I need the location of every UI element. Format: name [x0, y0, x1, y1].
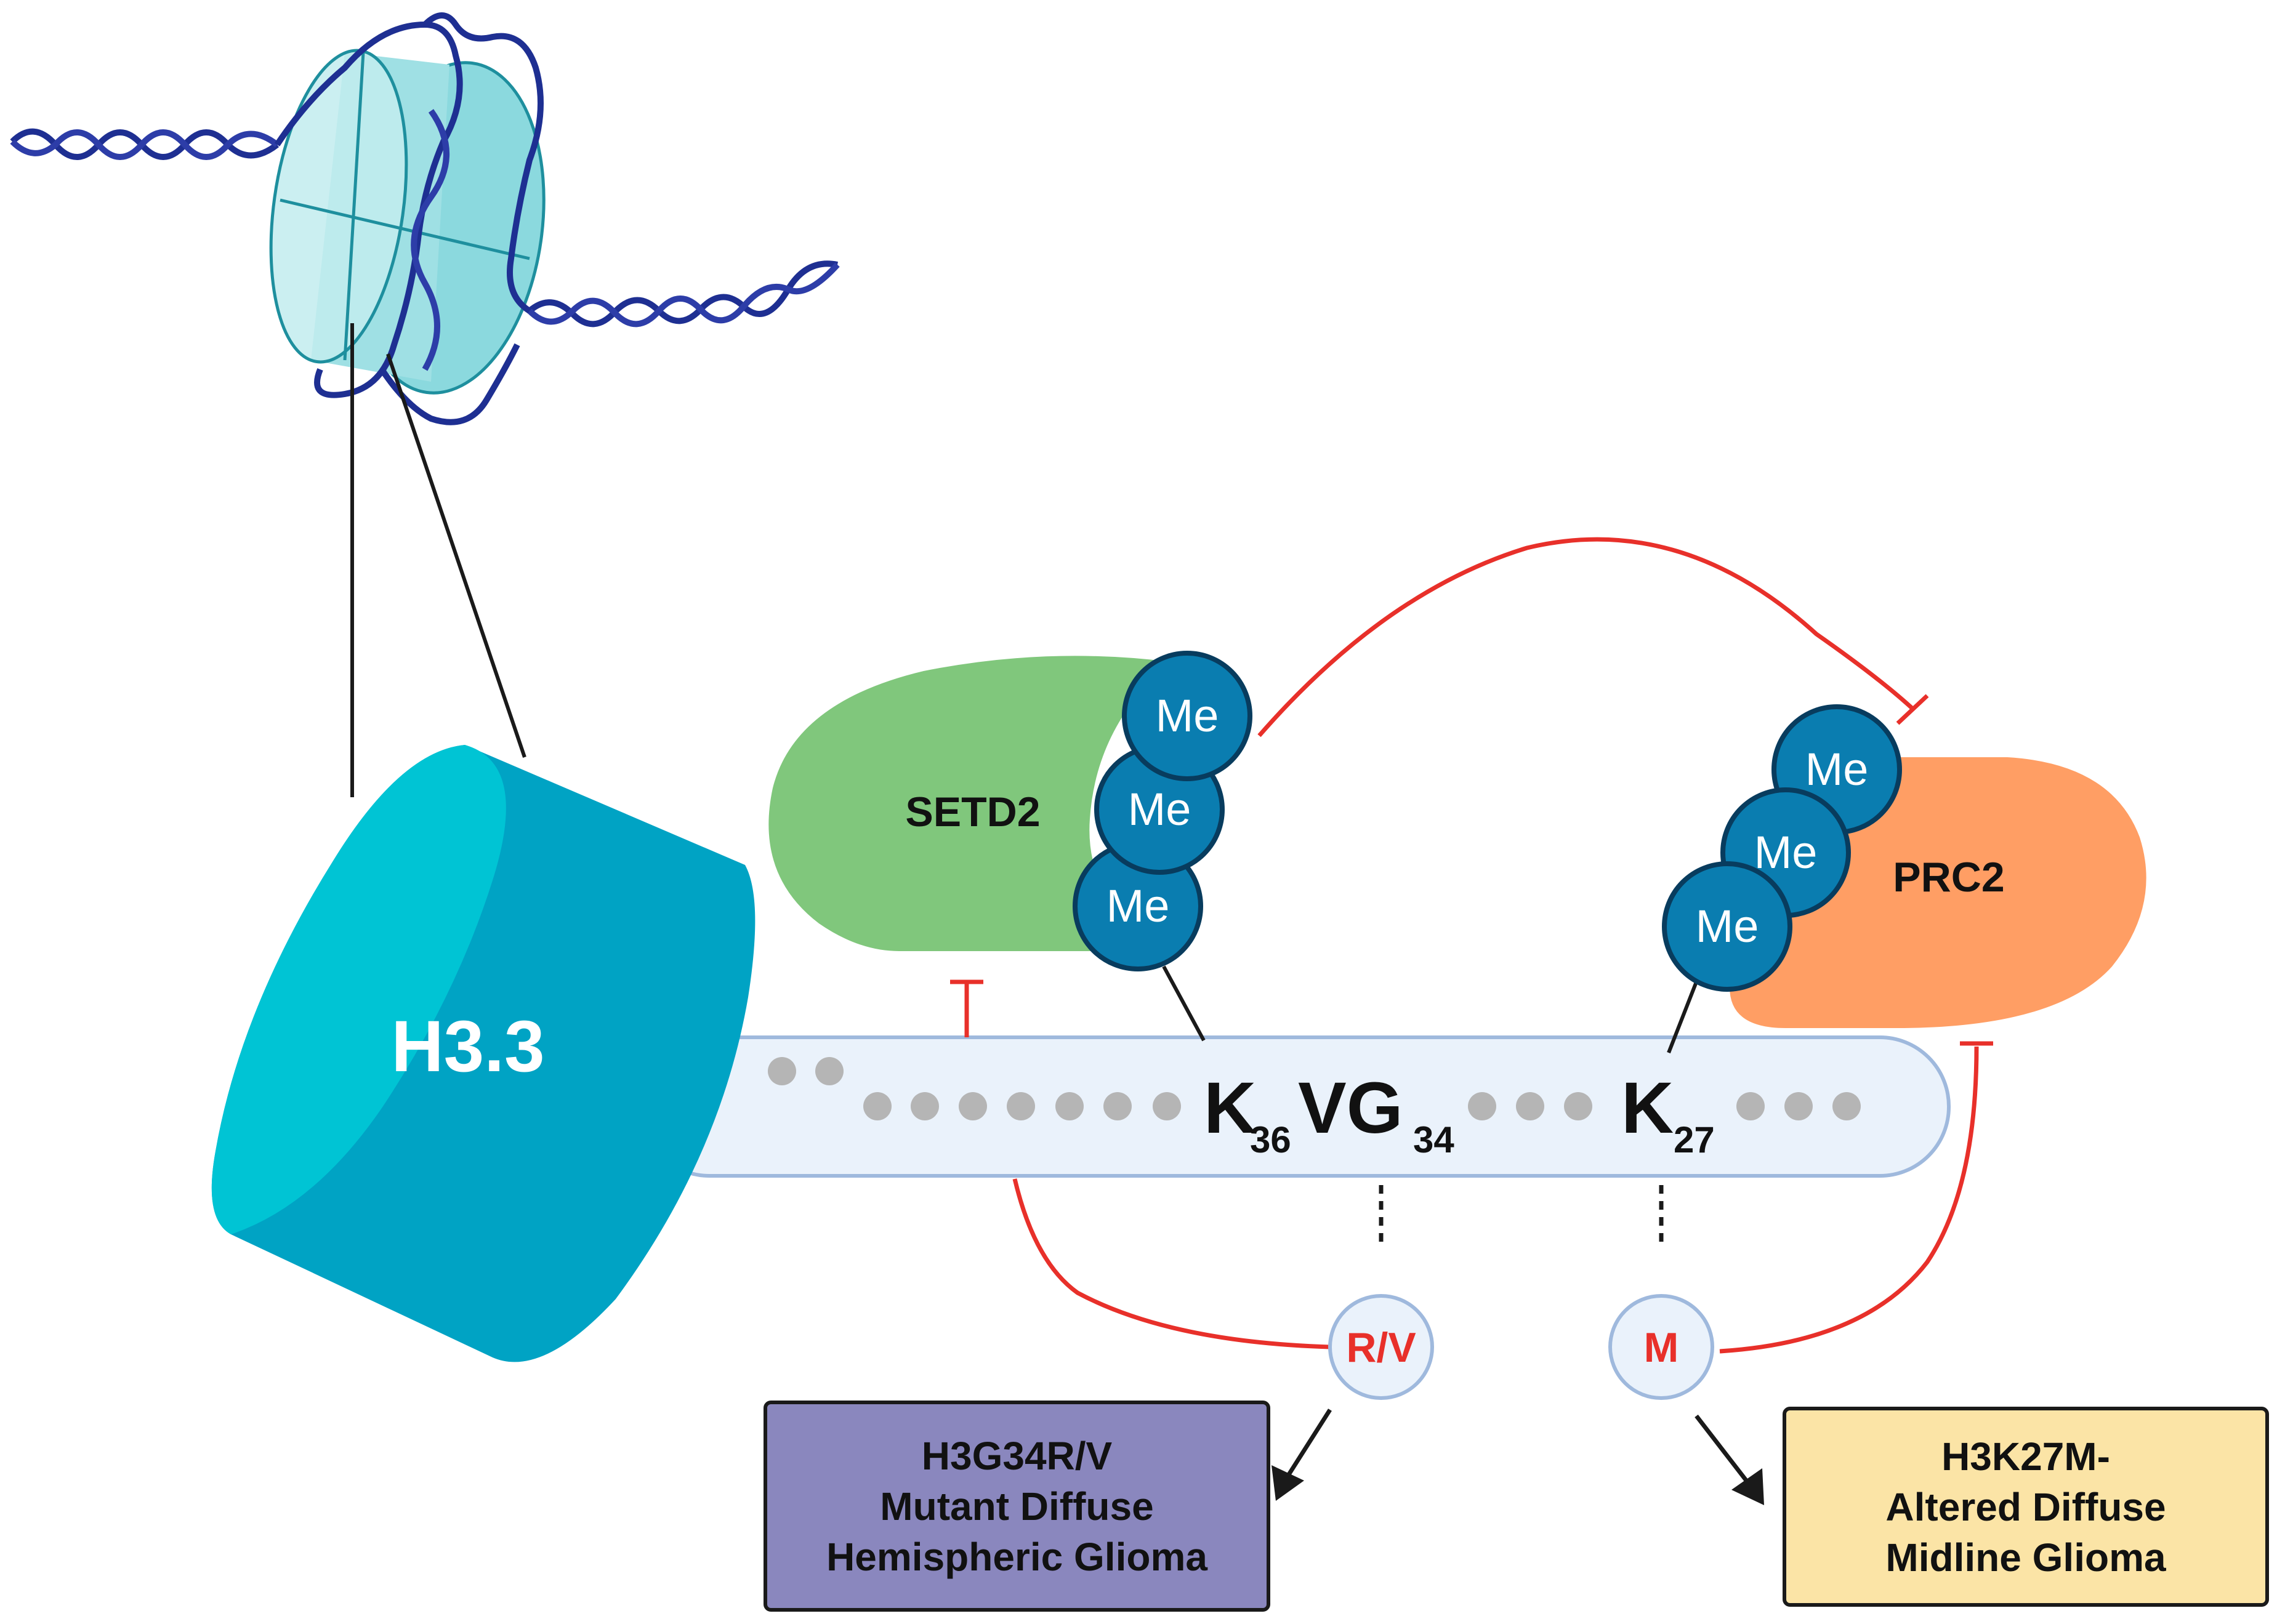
k27-outcome-arrow — [1695, 1414, 1751, 1485]
outcome-arrows — [1271, 1409, 1764, 1505]
mutation-g34-label: R/V — [1346, 1324, 1416, 1371]
mutation-marker-g34: R/V — [1328, 1294, 1434, 1400]
g34-glioma-box: H3G34R/V Mutant Diffuse Hemispheric Glio… — [764, 1401, 1270, 1612]
k27-methyl-groups: Me Me Me — [1662, 704, 1902, 992]
nucleosome-divider-v — [343, 52, 365, 361]
dna-strand-left-b — [10, 129, 280, 160]
dna-wrap-d — [411, 109, 449, 371]
setd2-label: SETD2 — [905, 789, 1040, 835]
methyl-group-k27-3: Me — [1662, 861, 1792, 992]
prc2-label: PRC2 — [1893, 854, 2004, 901]
nucleosome-divider-h — [280, 198, 530, 260]
residue-k27-subscript: 27 — [1674, 1119, 1715, 1160]
k27m-inhibits-prc2 — [1719, 1046, 1979, 1354]
methyl-group-k36-3: Me — [1073, 841, 1203, 971]
tail-residue-dots — [768, 1057, 1861, 1120]
g34-glioma-line-3: Hemispheric Glioma — [826, 1534, 1207, 1579]
zoom-line-right — [386, 353, 526, 758]
svg-text:Me: Me — [1805, 744, 1869, 795]
k27-glioma-line-3: Midline Glioma — [1885, 1535, 2166, 1580]
g34-glioma-line-1: H3G34R/V — [921, 1433, 1113, 1478]
dna-strand-right-a — [527, 260, 838, 328]
residue-k36-subscript: 36 — [1250, 1119, 1291, 1160]
h3-3-histone: H3.3 — [211, 745, 756, 1362]
g34-outcome-arrow — [1285, 1409, 1332, 1479]
g34-inhibits-setd2 — [1012, 1178, 1331, 1349]
mutation-marker-k27: M — [1608, 1294, 1714, 1400]
svg-text:Me: Me — [1754, 827, 1818, 878]
k27-methyl-stalk — [1667, 981, 1698, 1054]
k36-methyl-stalk — [1162, 965, 1206, 1042]
k27-glioma-line-1: H3K27M- — [1941, 1434, 2110, 1479]
dna-wrap-c — [379, 343, 520, 425]
nucleosome-illustration — [10, 12, 840, 425]
svg-text:Me: Me — [1696, 901, 1759, 952]
k36me-inhibits-prc2-bar — [1896, 694, 1929, 725]
k36me-inhibits-prc2 — [1257, 537, 1914, 738]
residue-k36-letter: K — [1204, 1067, 1256, 1149]
k36-methyl-groups: Me Me Me — [1073, 651, 1252, 971]
dna-strand-right-b — [527, 262, 840, 328]
svg-text:Me: Me — [1156, 690, 1219, 741]
g34-arrowhead — [1271, 1465, 1304, 1501]
k27-glioma-line-2: Altered Diffuse — [1885, 1484, 2166, 1529]
setd2-shape — [768, 656, 1170, 951]
k27-arrowhead — [1731, 1468, 1764, 1505]
mutation-k27-label: M — [1644, 1324, 1679, 1371]
dna-wrap-b — [422, 12, 544, 314]
methyl-group-k36-1: Me — [1122, 651, 1252, 781]
g34-glioma-line-2: Mutant Diffuse — [880, 1484, 1154, 1529]
setd2-complex: SETD2 — [768, 656, 1170, 951]
k27-glioma-box: H3K27M- Altered Diffuse Midline Glioma — [1783, 1407, 2269, 1607]
h3-3-label: H3.3 — [391, 1006, 544, 1087]
inhibition-arcs — [950, 537, 1993, 1354]
svg-text:Me: Me — [1128, 784, 1191, 835]
residue-vg-letters: VG — [1298, 1067, 1403, 1149]
residue-g34-subscript: 34 — [1413, 1119, 1454, 1160]
residue-k27-letter: K — [1621, 1067, 1674, 1149]
svg-text:Me: Me — [1106, 880, 1170, 931]
